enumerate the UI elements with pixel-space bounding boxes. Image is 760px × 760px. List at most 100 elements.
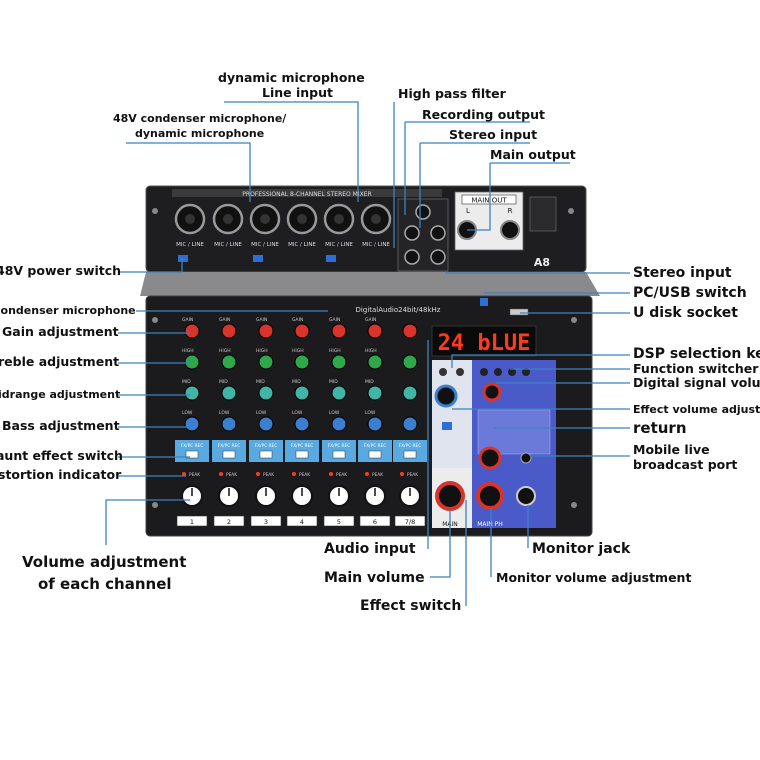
channel-number: 1 [190, 518, 194, 526]
fx-switch[interactable] [368, 450, 382, 459]
pc-usb-switch[interactable] [480, 298, 488, 306]
eq-label: MID [329, 379, 338, 385]
eq-label: MID [292, 379, 301, 385]
main-volume-knob[interactable] [435, 481, 465, 511]
function-buttons [480, 368, 530, 376]
eq-label: LOW [292, 410, 303, 416]
eq-knob-high[interactable] [367, 354, 383, 370]
peak-led [365, 472, 369, 476]
label-digital-signal-volume: Digital signal volu [633, 375, 760, 390]
fx-volume-knob[interactable] [434, 384, 458, 408]
dsp-select-button-down[interactable] [456, 368, 464, 376]
label-48v-power-switch: 48V power switch [0, 263, 122, 278]
label-stereo-input-right: Stereo input [633, 265, 732, 281]
mobile-port[interactable] [520, 452, 532, 464]
eq-knob-high[interactable] [258, 354, 274, 370]
peak-label: PEAK [336, 472, 347, 478]
fx-switch[interactable] [185, 450, 199, 459]
xlr-jack-1[interactable]: MIC / LINE [174, 203, 206, 248]
fx-switch[interactable] [259, 450, 273, 459]
label-monitor-volume-adjustment: Monitor volume adjustment [496, 570, 692, 585]
mic-line-label: MIC / LINE [214, 242, 242, 248]
peak-label: PEAK [226, 472, 237, 478]
eq-knob-gain[interactable] [258, 323, 274, 339]
eq-knob-low[interactable] [221, 416, 237, 432]
eq-knob-high[interactable] [221, 354, 237, 370]
fx-switch[interactable] [295, 450, 309, 459]
main-out-jack-r [500, 220, 520, 240]
eq-knob-low[interactable] [294, 416, 310, 432]
label-mobile-live-2: broadcast port [633, 457, 738, 472]
phantom-switch-2[interactable] [253, 255, 263, 262]
channel-number: 4 [300, 518, 304, 526]
eq-knob-high[interactable] [331, 354, 347, 370]
fx-label: FX/PC REC [399, 443, 422, 449]
label-monitor-jack: Monitor jack [532, 541, 631, 557]
label-treble-adjustment: reble adjustment [0, 354, 120, 369]
eq-knob-low[interactable] [258, 416, 274, 432]
label-condenser-dynamic-1: 48V condenser microphone/ [113, 112, 287, 125]
channel-number: 5 [337, 518, 341, 526]
xlr-jack-3[interactable]: MIC / LINE [249, 203, 281, 248]
digital-volume-knob[interactable] [482, 382, 502, 402]
eq-knob-mid[interactable] [367, 385, 383, 401]
xlr-jack-4[interactable]: MIC / LINE [286, 203, 318, 248]
eq-knob-mid[interactable] [184, 385, 200, 401]
stereo-in-jack-2r [430, 249, 446, 265]
mute-button[interactable] [442, 422, 452, 430]
eq-knob-mid[interactable] [221, 385, 237, 401]
eq-knob-low[interactable] [331, 416, 347, 432]
eq-label: GAIN [365, 317, 376, 323]
dsp-select-button-up[interactable] [439, 368, 447, 376]
eq-knob-high[interactable] [184, 354, 200, 370]
monitor-jack[interactable] [516, 486, 536, 506]
eq-label: HIGH [292, 348, 304, 354]
label-effect-switch-bottom: Effect switch [360, 598, 462, 614]
mic-line-label: MIC / LINE [362, 242, 390, 248]
phantom-switch-1[interactable] [178, 255, 188, 262]
xlr-jack-6[interactable]: MIC / LINE [360, 203, 392, 248]
gain-knob[interactable] [402, 323, 418, 339]
label-pc-usb-switch: PC/USB switch [633, 285, 747, 301]
label-gain-adjustment: Gain adjustment [2, 324, 119, 339]
eq-label: GAIN [182, 317, 193, 323]
eq-knob-high[interactable] [294, 354, 310, 370]
monitor-volume-knob[interactable] [476, 482, 504, 510]
eq-knob-gain[interactable] [294, 323, 310, 339]
eq-label: HIGH [219, 348, 231, 354]
main-ph-label: MAIN PH [477, 521, 503, 528]
eq-knob-mid[interactable] [294, 385, 310, 401]
eq-knob-gain[interactable] [367, 323, 383, 339]
label-main-volume: Main volume [324, 570, 425, 586]
fx-switch[interactable] [332, 450, 346, 459]
func-button-1 [480, 368, 488, 376]
eq-knob-gain[interactable] [221, 323, 237, 339]
eq-label: GAIN [329, 317, 340, 323]
eq-knob-low[interactable] [367, 416, 383, 432]
eq-knob-mid[interactable] [258, 385, 274, 401]
eq-label: HIGH [329, 348, 341, 354]
eq-label: MID [182, 379, 191, 385]
fx-switch[interactable] [403, 450, 417, 459]
label-bass-adjustment: Bass adjustment [2, 418, 120, 433]
eq-knob-gain[interactable] [184, 323, 200, 339]
hpf-switch-1[interactable] [326, 255, 336, 262]
label-line-input: Line input [262, 85, 333, 100]
label-volume-adjustment-1: Volume adjustment [22, 553, 187, 571]
fx-label: FX/PC REC [291, 443, 314, 449]
u-disk-socket[interactable] [509, 308, 529, 316]
mid-knob[interactable] [402, 385, 418, 401]
xlr-jack-5[interactable]: MIC / LINE [323, 203, 355, 248]
xlr-jack-2[interactable]: MIC / LINE [212, 203, 244, 248]
eq-knob-gain[interactable] [331, 323, 347, 339]
high-knob[interactable] [402, 354, 418, 370]
return-knob[interactable] [478, 446, 502, 470]
panel-bevel [140, 272, 600, 296]
label-effect-switch-left: aunt effect switch [0, 448, 123, 463]
eq-knob-mid[interactable] [331, 385, 347, 401]
fx-switch[interactable] [222, 450, 236, 459]
low-knob[interactable] [402, 416, 418, 432]
label-dsp-selection-key: DSP selection ke [633, 346, 760, 362]
